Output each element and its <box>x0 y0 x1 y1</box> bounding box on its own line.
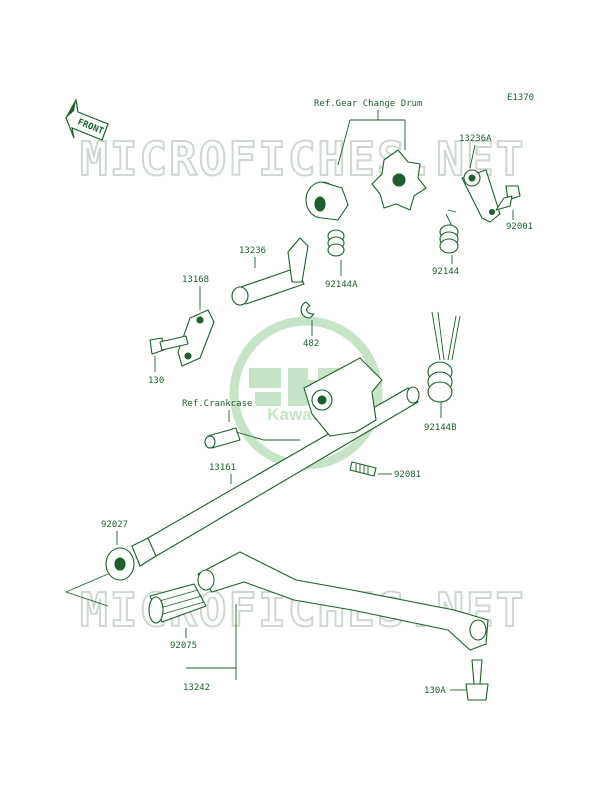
label-92001: 92001 <box>506 222 533 232</box>
front-arrow: FRONT <box>65 98 109 141</box>
label-92027: 92027 <box>101 520 128 530</box>
crankcase-dowel <box>204 427 241 449</box>
part-92027-washer <box>105 547 135 581</box>
ref-crankcase: Ref.Crankcase <box>182 399 252 409</box>
part-92144-spring <box>439 209 459 254</box>
label-482: 482 <box>303 339 319 349</box>
label-92144A: 92144A <box>325 280 358 290</box>
label-13236: 13236 <box>239 246 266 256</box>
part-482-circlip <box>300 301 315 319</box>
label-13168: 13168 <box>182 275 209 285</box>
part-92081-pin <box>349 461 377 477</box>
watermark-top: MICROFICHES.NET <box>80 132 525 186</box>
part-92075-pedal-rubber <box>148 583 207 624</box>
part-92001-bolt <box>495 185 521 211</box>
part-13236A-arm <box>461 169 501 223</box>
part-13168-arm <box>177 309 215 367</box>
part-13161-shift-shaft <box>131 357 420 567</box>
label-92144B: 92144B <box>424 423 457 433</box>
part-92144A-spring <box>327 229 345 257</box>
ref-gear-change-drum: Ref.Gear Change Drum <box>314 99 422 109</box>
part-92144B-spring <box>427 311 461 403</box>
gear-change-drum-star <box>371 149 427 211</box>
label-92075: 92075 <box>170 641 197 651</box>
label-92081: 92081 <box>394 470 421 480</box>
label-13242: 13242 <box>183 683 210 693</box>
label-13161: 13161 <box>209 463 236 473</box>
label-130: 130 <box>148 376 164 386</box>
gear-change-drum-cam <box>305 181 349 221</box>
part-13236-shift-shaft <box>231 237 309 306</box>
part-130A-bolt <box>465 659 489 701</box>
diagram-code: E1370 <box>507 93 534 103</box>
label-92144: 92144 <box>432 267 459 277</box>
part-13242-shift-pedal <box>197 551 489 651</box>
label-13236A: 13236A <box>459 134 492 144</box>
label-130A: 130A <box>424 686 446 696</box>
part-130-bolt <box>149 335 189 355</box>
